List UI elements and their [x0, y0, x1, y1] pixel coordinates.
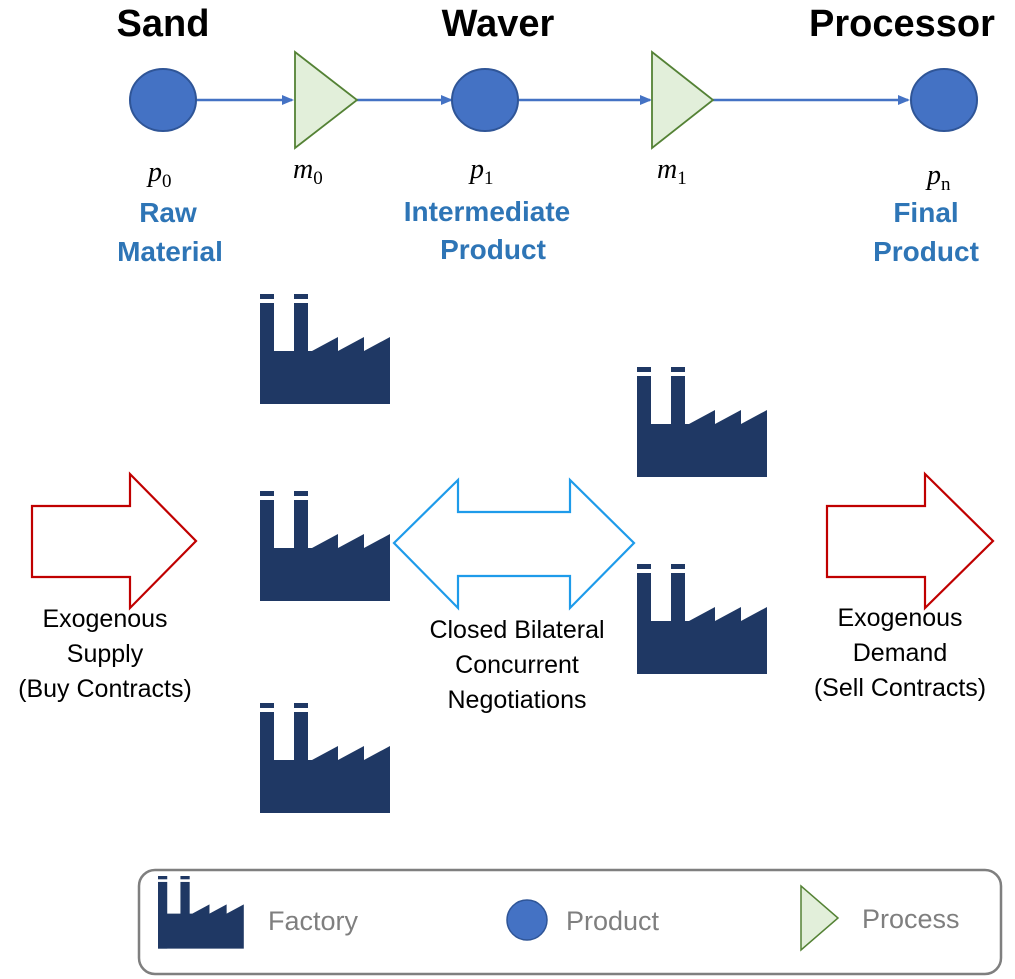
negotiation-double-arrow: [392, 477, 636, 611]
final-product-label-line2: Product: [873, 236, 979, 267]
factory-icon: [637, 564, 767, 674]
legend-factory-label: Factory: [268, 906, 359, 936]
supply-label-line1: Exogenous: [42, 605, 167, 633]
negotiation-label-line2: Concurrent: [455, 651, 579, 679]
exogenous-demand-arrow: [825, 471, 995, 611]
factory-icon: [260, 294, 390, 404]
process-node-m0: [294, 50, 359, 150]
supply-label-line3: (Buy Contracts): [18, 675, 192, 703]
factory-icon: [260, 491, 390, 601]
product-node-p1: [451, 68, 519, 132]
supply-label-line2: Supply: [67, 640, 144, 668]
intermediate-product-label-line1: Intermediate: [404, 196, 571, 227]
label-m1: m1: [657, 154, 687, 189]
legend-product-icon: [506, 899, 548, 941]
factory-icon: [637, 367, 767, 477]
stage-title-processor: Processor: [809, 3, 995, 45]
legend-process-icon: [800, 884, 840, 952]
negotiation-label-line3: Negotiations: [448, 686, 587, 714]
label-p0: p0: [146, 157, 172, 192]
stage-title-sand: Sand: [117, 3, 210, 45]
process-node-m1: [651, 50, 715, 150]
product-node-p0: [129, 68, 197, 132]
factory-icon: [260, 703, 390, 813]
label-pn: pn: [925, 160, 951, 195]
demand-label-line3: (Sell Contracts): [814, 674, 986, 702]
legend-process-label: Process: [862, 904, 960, 934]
label-p1: p1: [468, 154, 494, 189]
intermediate-product-label-line2: Product: [440, 234, 546, 265]
raw-material-label-line1: Raw: [139, 197, 197, 228]
demand-label-line2: Demand: [853, 639, 948, 667]
stage-title-waver: Waver: [442, 3, 555, 45]
product-node-pn: [910, 68, 978, 132]
label-m0: m0: [293, 154, 323, 189]
final-product-label-line1: Final: [893, 197, 958, 228]
demand-label-line1: Exogenous: [837, 604, 962, 632]
negotiation-label-line1: Closed Bilateral: [429, 616, 604, 644]
legend-product-label: Product: [566, 906, 660, 936]
raw-material-label-line2: Material: [117, 236, 223, 267]
legend-box: [137, 868, 1003, 976]
exogenous-supply-arrow: [30, 471, 198, 611]
